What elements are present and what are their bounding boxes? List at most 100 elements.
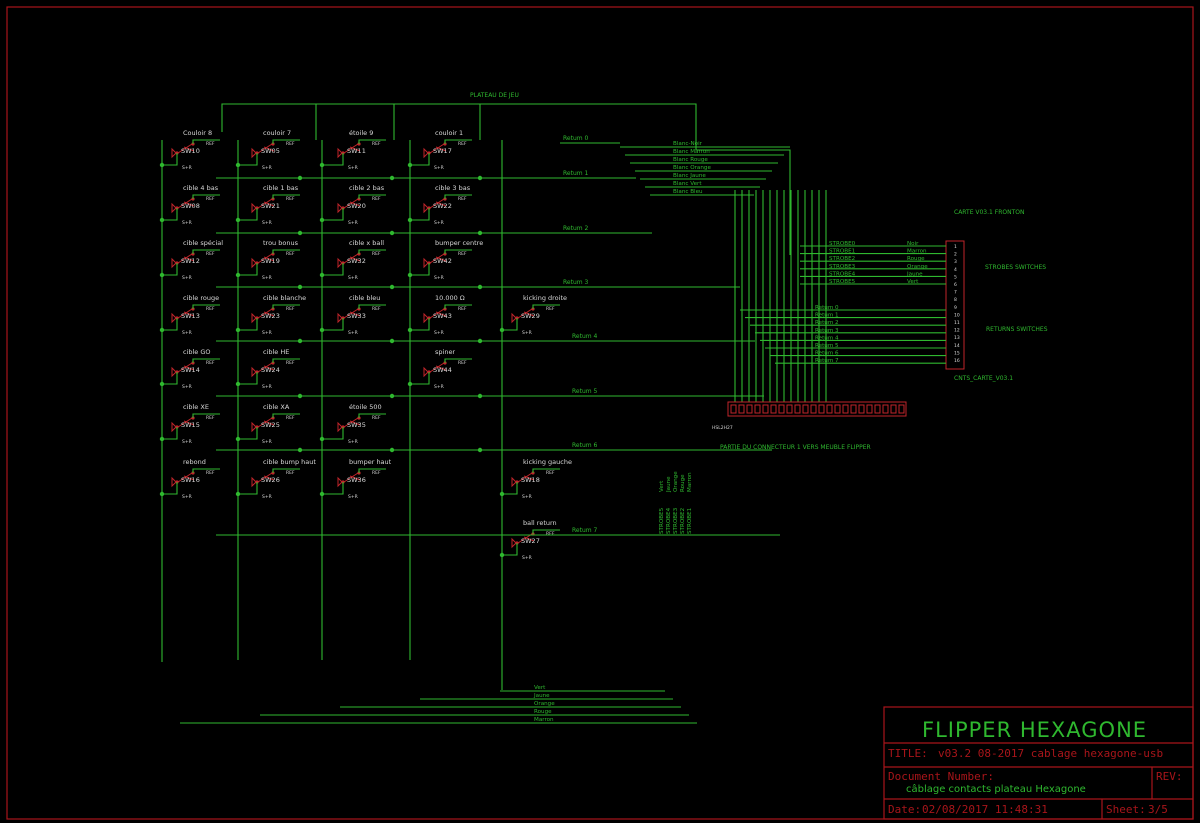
switch-contact bbox=[435, 146, 447, 152]
switch-contact bbox=[263, 256, 275, 262]
wire bbox=[410, 153, 430, 166]
card-pin-number: 6 bbox=[954, 282, 957, 288]
switch-name: cible bleu bbox=[349, 294, 380, 302]
diode-icon bbox=[337, 476, 343, 488]
bottom-connector-caption: PARTIE DU CONNECTEUR 1 VERS MEUBLE FLIPP… bbox=[720, 444, 871, 451]
wire-color-label: Blanc Bleu bbox=[673, 189, 703, 195]
switch-pin-label: S+R bbox=[182, 220, 192, 226]
switch-contact bbox=[177, 362, 193, 373]
card-strobe-color: Rouge bbox=[907, 256, 925, 262]
switch-contact bbox=[429, 143, 445, 154]
diode-icon bbox=[337, 202, 343, 214]
title-block-frame bbox=[883, 706, 1194, 820]
switch-pin-label: S+R bbox=[182, 384, 192, 390]
switch-part-label: REF bbox=[286, 470, 295, 476]
switch-contact bbox=[523, 536, 535, 542]
connector-pin bbox=[754, 404, 761, 414]
card-pin-number: 12 bbox=[954, 328, 960, 334]
bottom-bus-label: Jaune bbox=[533, 693, 550, 699]
diode-icon bbox=[337, 147, 343, 159]
vertical-bus-label: Jaune bbox=[666, 476, 672, 493]
return-label: Retum 5 bbox=[572, 388, 597, 395]
connector-pin bbox=[738, 404, 745, 414]
card-return-label: Retum 2 bbox=[815, 320, 839, 326]
switch-part-label: REF bbox=[206, 251, 215, 257]
title-block: FLIPPER HEXAGONE TITLE: v03.2 08-2017 ca… bbox=[883, 706, 1194, 820]
card-strobe-color: Noir bbox=[907, 241, 919, 247]
switch-pin-label: S+R bbox=[182, 330, 192, 336]
bottom-connector-body bbox=[727, 401, 907, 417]
switch-contact bbox=[343, 143, 359, 154]
switch-contact bbox=[177, 253, 193, 264]
diode-icon bbox=[171, 257, 177, 269]
wiring bbox=[221, 103, 791, 255]
switch-contact bbox=[177, 417, 193, 428]
wire bbox=[162, 263, 178, 276]
switch-pin-label: S+R bbox=[434, 220, 444, 226]
switch-part-label: REF bbox=[286, 306, 295, 312]
switch-pin-label: S+R bbox=[182, 275, 192, 281]
switch-pin-label: S+R bbox=[434, 330, 444, 336]
diode-icon bbox=[423, 147, 429, 159]
switch-part-label: REF bbox=[372, 306, 381, 312]
diode-icon bbox=[171, 421, 177, 433]
switch-part-label: REF bbox=[206, 415, 215, 421]
card-strobe-label: STROBE0 bbox=[829, 241, 856, 247]
switch-contact bbox=[257, 198, 273, 209]
switch-contact bbox=[257, 362, 273, 373]
switch-pin-label: S+R bbox=[262, 220, 272, 226]
card-pin-number: 13 bbox=[954, 335, 960, 341]
switch-name: étoile 9 bbox=[349, 129, 373, 137]
switch-contact bbox=[183, 365, 195, 371]
switch-name: Couloir 8 bbox=[183, 129, 212, 137]
strobes-title: STROBES SWITCHES bbox=[985, 264, 1046, 271]
switch-ref: SW29 bbox=[521, 312, 540, 320]
diode-icon bbox=[423, 202, 429, 214]
switch-contact bbox=[343, 308, 359, 319]
wire bbox=[322, 263, 344, 276]
vertical-strobe-label: STROBE1 bbox=[687, 507, 693, 534]
wire-color-label: Blanc Rouge bbox=[673, 157, 708, 163]
switch-part-label: REF bbox=[458, 306, 467, 312]
return-label: Retum 0 bbox=[563, 135, 588, 142]
diode-icon bbox=[171, 147, 177, 159]
diode-icon bbox=[337, 421, 343, 433]
title-value: v03.2 08-2017 cablage hexagone-usb bbox=[938, 747, 1163, 760]
wire bbox=[162, 427, 178, 440]
switch-ref: SW22 bbox=[433, 202, 452, 210]
switch-part-label: REF bbox=[206, 141, 215, 147]
wire bbox=[502, 482, 518, 495]
switch-pin-label: S+R bbox=[348, 494, 358, 500]
card-pin-number: 5 bbox=[954, 274, 957, 280]
switch-contact bbox=[349, 201, 361, 207]
